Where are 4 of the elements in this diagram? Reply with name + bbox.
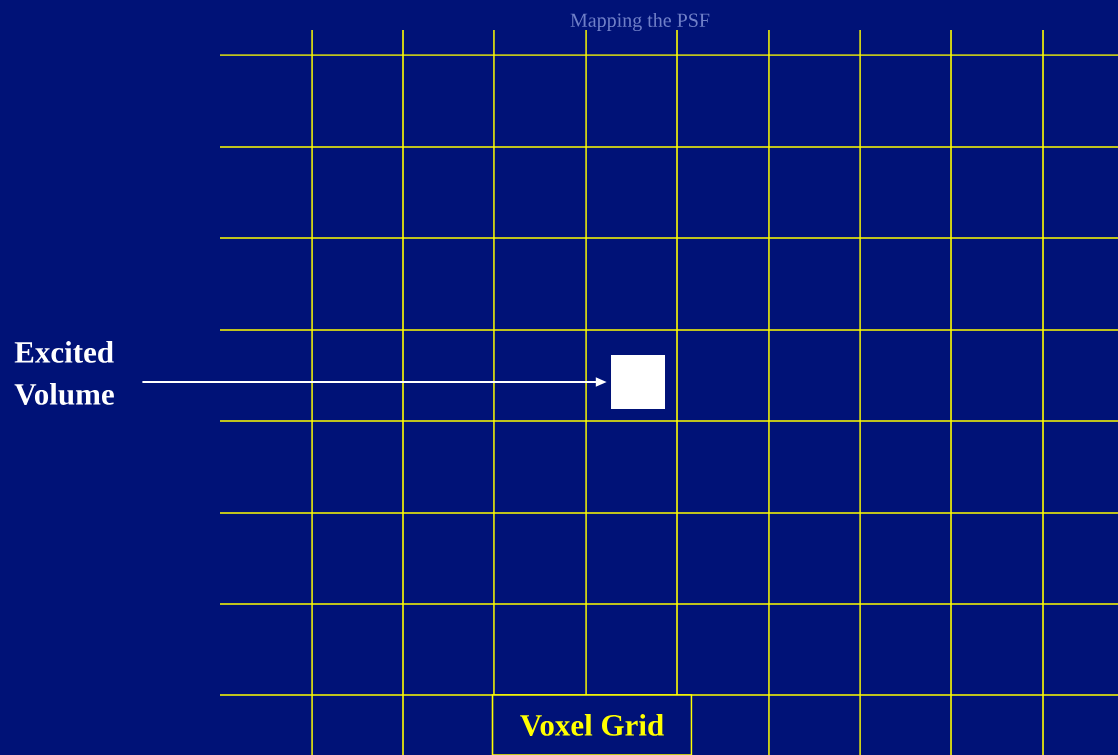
callout-text: Excited Volume bbox=[14, 341, 114, 405]
title: Mapping the PSF bbox=[570, 12, 710, 32]
grid-label-box: Voxel Grid bbox=[491, 694, 693, 755]
excited-volume-square bbox=[611, 355, 665, 409]
